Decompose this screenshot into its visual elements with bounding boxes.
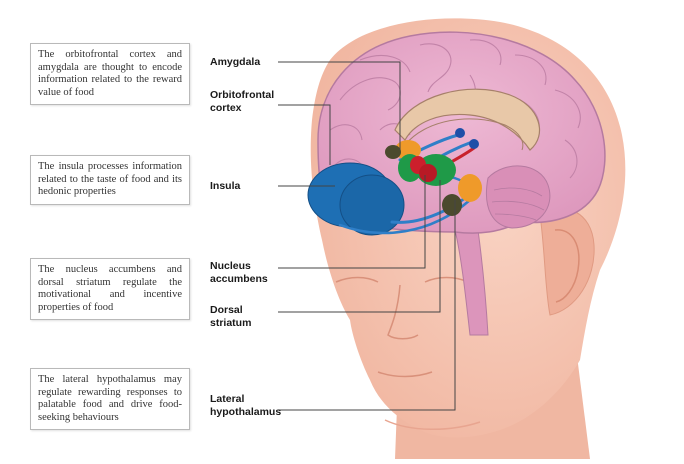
lateral-hypothalamus-region [458,174,482,202]
info-box-hypothalamus: The lateral hypothalamus may regulate re… [30,368,190,430]
info-box-insula: The insula processes information related… [30,155,190,205]
info-box-striatum: The nucleus accumbens and dorsal striatu… [30,258,190,320]
label-amygdala: Amygdala [210,56,260,69]
amygdala-region [385,145,401,159]
info-box-orbitofrontal-amygdala: The orbitofrontal cortex and amygdala ar… [30,43,190,105]
label-insula: Insula [210,180,240,193]
